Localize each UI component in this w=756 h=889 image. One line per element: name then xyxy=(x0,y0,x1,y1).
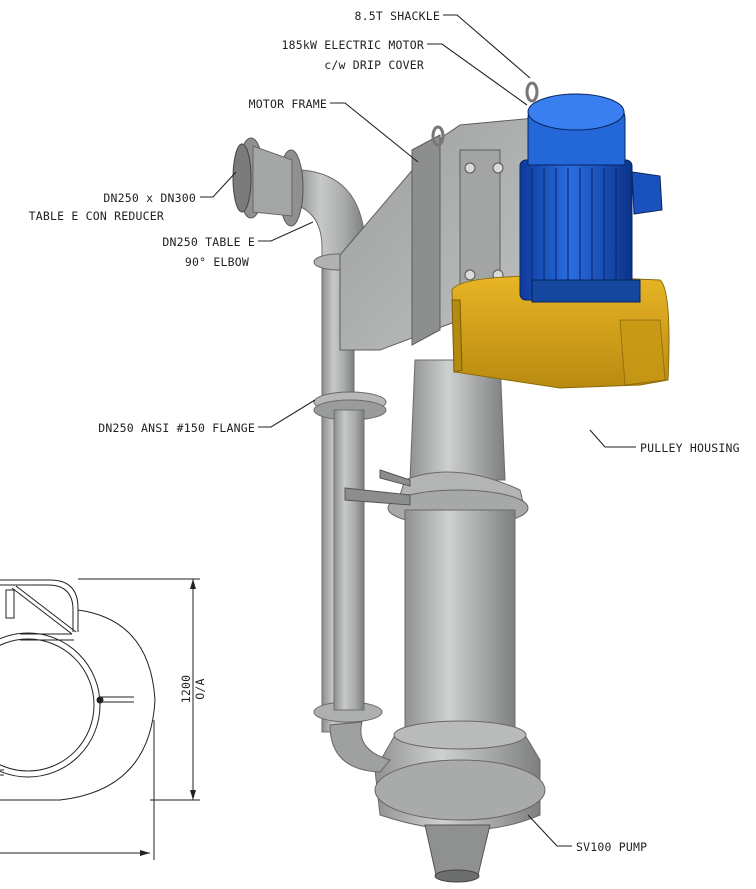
pulley-housing-label: PULLEY HOUSING xyxy=(640,441,740,455)
pump-assembly-3d xyxy=(232,81,670,883)
overall-dimension: 1200 O/A xyxy=(0,578,207,860)
dimension-note: O/A xyxy=(193,678,207,699)
elbow-label-line1: DN250 TABLE E xyxy=(162,235,255,249)
flange-label: DN250 ANSI #150 FLANGE xyxy=(98,421,255,435)
shackle-label: 8.5T SHACKLE xyxy=(355,9,440,23)
reducer-label-line1: DN250 x DN300 xyxy=(103,191,196,205)
motor-frame-label: MOTOR FRAME xyxy=(249,97,327,111)
motor-label-line2: c/w DRIP COVER xyxy=(324,58,424,72)
reducer-label-line2: TABLE E CON REDUCER xyxy=(29,209,164,223)
elbow-label-line2: 90° ELBOW xyxy=(185,255,249,269)
dimension-value: 1200 xyxy=(179,675,193,704)
motor-label-line1: 185kW ELECTRIC MOTOR xyxy=(282,38,424,52)
plan-view-drawing xyxy=(0,579,156,801)
pump-label: SV100 PUMP xyxy=(576,840,647,854)
callout-leaders xyxy=(200,14,636,847)
